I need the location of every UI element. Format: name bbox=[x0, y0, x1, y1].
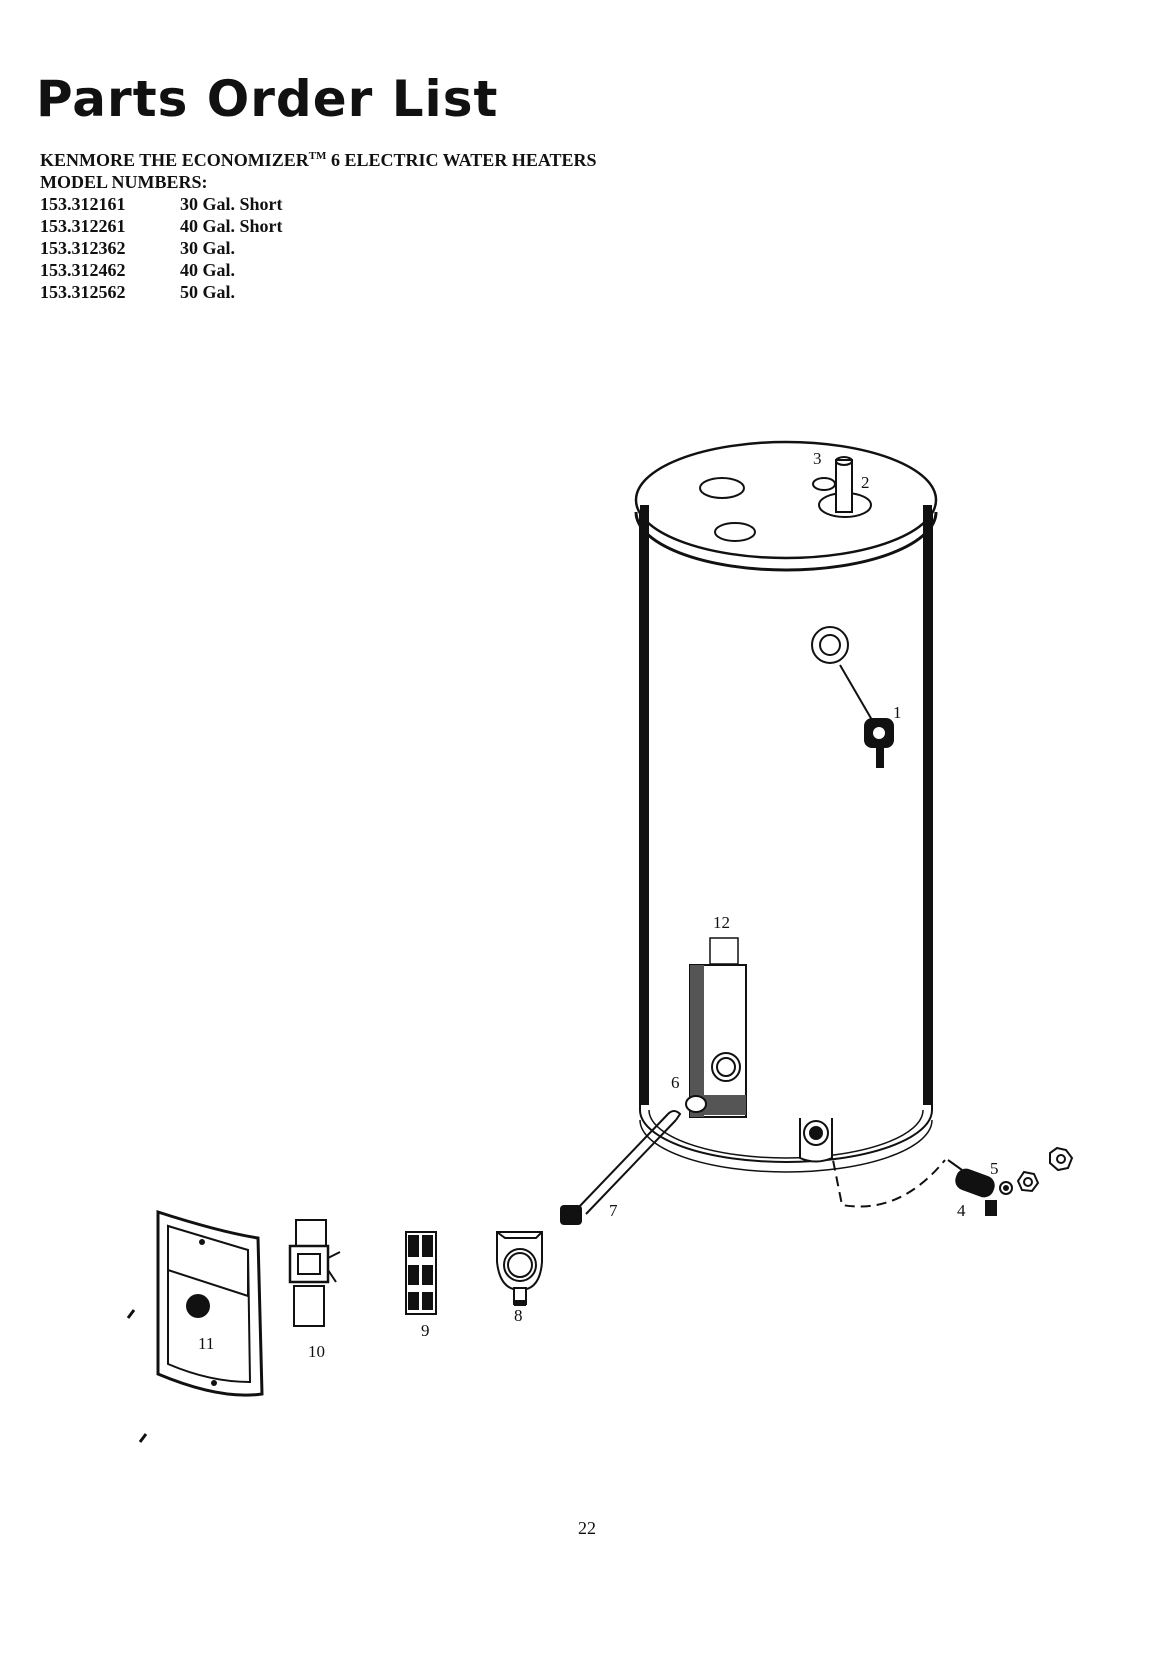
part-9-thermostat bbox=[406, 1232, 436, 1314]
callout-4: 4 bbox=[957, 1201, 966, 1220]
callout-9: 9 bbox=[421, 1321, 430, 1340]
callout-12: 12 bbox=[713, 913, 730, 932]
callout-7: 7 bbox=[609, 1201, 618, 1220]
callout-3: 3 bbox=[813, 449, 822, 468]
callout-1: 1 bbox=[893, 703, 902, 722]
water-heater-tank bbox=[636, 442, 962, 1207]
callout-11: 11 bbox=[198, 1334, 214, 1353]
callout-10: 10 bbox=[308, 1342, 325, 1361]
page-number: 22 bbox=[578, 1518, 596, 1539]
part-10-insulation-bracket bbox=[290, 1220, 340, 1326]
callout-6: 6 bbox=[671, 1073, 680, 1092]
part-11-access-cover bbox=[128, 1212, 262, 1442]
callout-8: 8 bbox=[514, 1306, 523, 1325]
part-5-washer-nut bbox=[1000, 1148, 1072, 1194]
part-8-thermostat bbox=[497, 1232, 542, 1306]
callout-5: 5 bbox=[990, 1159, 999, 1178]
callout-2: 2 bbox=[861, 473, 870, 492]
